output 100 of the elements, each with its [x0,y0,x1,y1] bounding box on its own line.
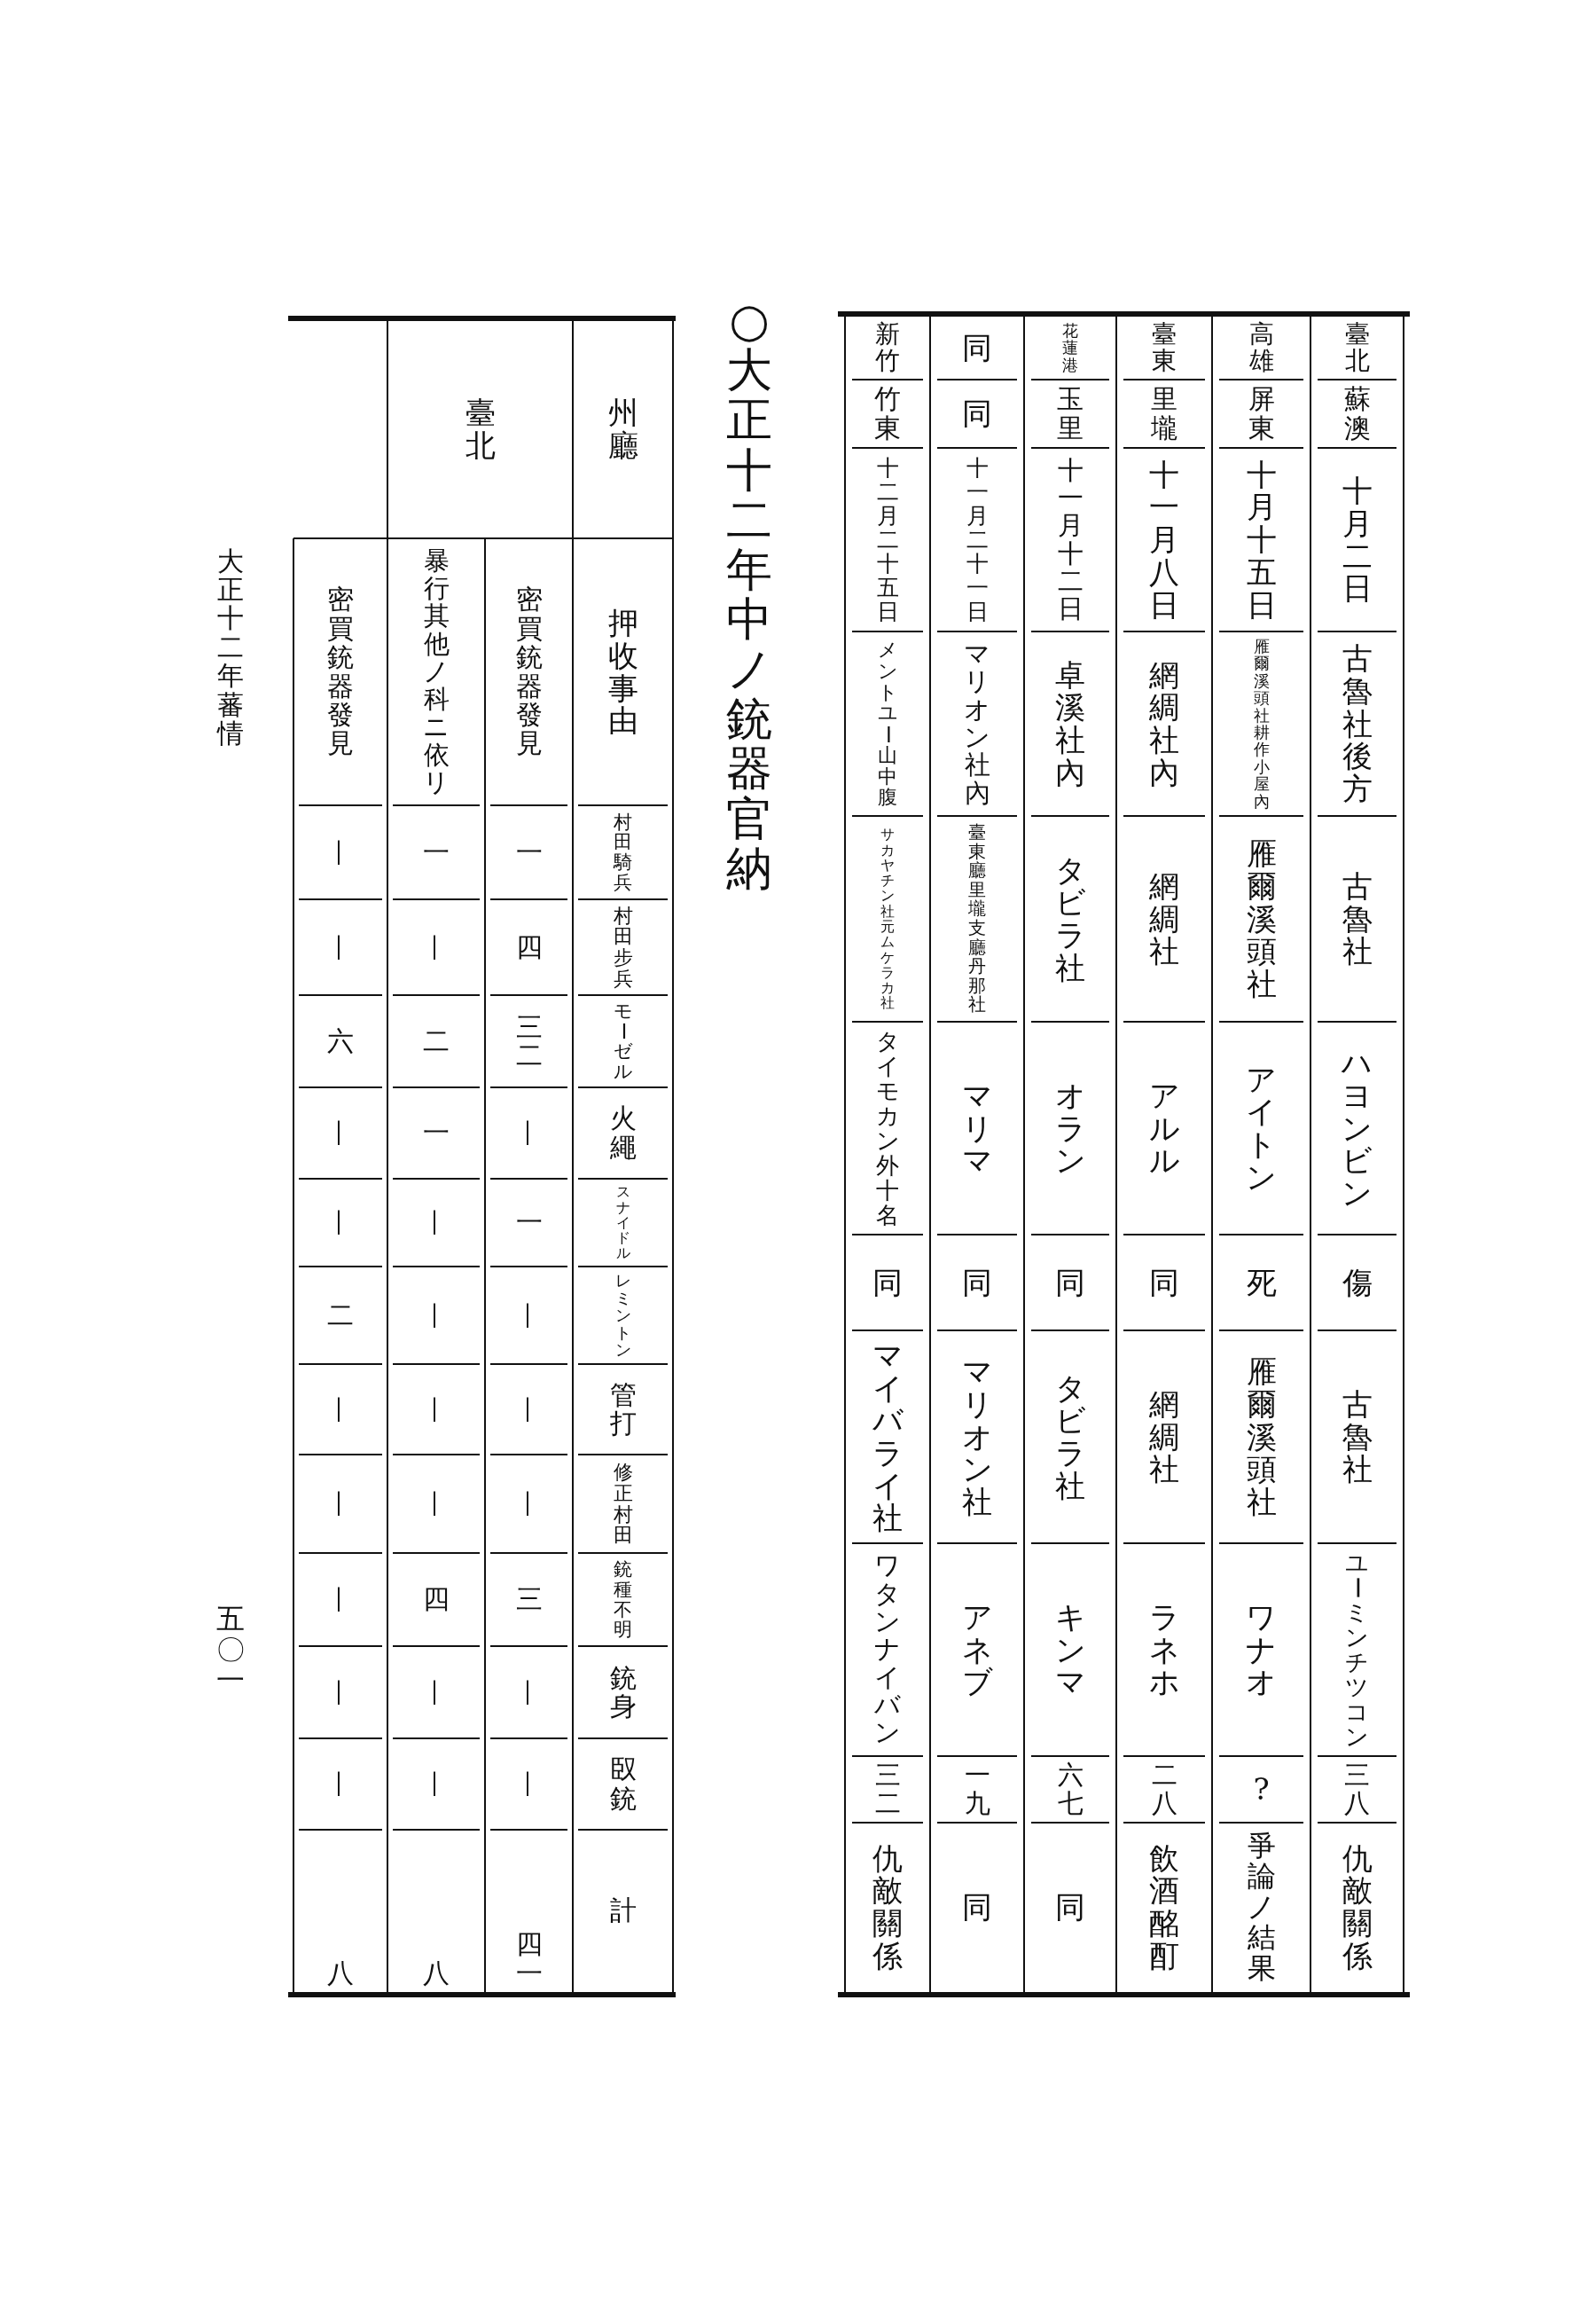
count-value: — [325,933,356,962]
running-header: 大正十二年蕃情 [215,546,245,749]
count-value: 八 [422,1958,450,1988]
count-value: 一 [514,1208,544,1237]
location-text: 卓溪社內 [1054,658,1086,789]
count-value: — [513,1301,544,1330]
section-title: ○大正十二年中ノ銃器官納 [724,295,774,893]
tribe-name: 網綢社 [1148,869,1180,969]
count-value: — [325,1489,356,1518]
row-header: スナイドル [614,1184,631,1261]
count-value: 三 [514,1585,544,1614]
tribe-name: マリオン社 [960,1355,994,1518]
age-value: 三八 [1343,1761,1371,1817]
age-value: 三二 [873,1761,902,1817]
page-number: 五〇一 [215,1604,246,1696]
count-value: — [513,1769,544,1799]
count-value: — [325,1118,356,1148]
prefecture-name: 同 [961,331,993,365]
count-value: 三二 [514,1012,544,1071]
district-name: 竹東 [873,385,902,443]
status-text: 死 [1245,1266,1278,1299]
person-name: マリマ [960,1078,994,1178]
prefecture-name: 新竹 [874,320,901,375]
count-value: — [325,1769,356,1799]
row-header: 管打 [608,1380,638,1439]
row-header: 銃身 [608,1663,638,1722]
row-header: モーゼル [611,1000,635,1082]
count-value: 二 [326,1300,355,1330]
count-value: 一 [422,1118,450,1148]
status-text: 同 [961,1266,993,1299]
status-text: 同 [872,1266,904,1299]
count-value: — [513,1489,544,1518]
row-header: 村田步兵 [612,905,634,990]
row-header: 銃種不明 [613,1559,633,1640]
prefecture-name: 臺北 [1343,320,1371,375]
prefecture-name: 花蓮港 [1061,321,1079,374]
district-name: 里壠 [1150,385,1178,443]
count-value: — [513,1118,544,1148]
column-header: 暴行其他ノ科ニ依リ [422,546,450,797]
count-value: 四一 [514,1930,544,1988]
date-text: 十月十五日 [1245,458,1278,622]
count-value: 二 [422,1026,450,1056]
count-value: 八 [326,1958,355,1988]
count-value: — [325,1395,356,1424]
tribe-name: 古魯社 [1341,869,1373,969]
status-text: 同 [1054,1266,1086,1299]
prefecture-name: 臺東 [1151,320,1177,375]
count-value: 四 [422,1585,450,1614]
count-value: — [325,1585,356,1614]
tribe-name: 臺東廳里壠支廳丹那社 [967,823,987,1015]
person-name: ハヨンビン [1341,1047,1373,1210]
age-value: 六七 [1056,1761,1084,1817]
prefecture-name: 臺北 [464,396,497,462]
person-name: キンマ [1053,1600,1087,1699]
count-value: 一 [422,837,450,867]
count-value: — [421,1395,451,1424]
tribe-name: タビラ社 [1053,853,1087,984]
count-value: — [421,1678,451,1707]
district-name: 蘇澳 [1342,385,1372,443]
person-name: ユーミンチツコン [1343,1549,1371,1750]
person-name: ワタンナイバン [873,1552,902,1747]
tribe-name: タビラ社 [1053,1371,1087,1502]
count-value: 四 [514,932,544,962]
date-text: 十一月十二日 [1056,456,1084,624]
count-value: — [421,1489,451,1518]
location-text: 網綢社內 [1148,658,1180,789]
district-name: 玉里 [1056,385,1084,443]
person-name: タイモカン外十名 [874,1028,901,1228]
tribe-name: マイバライ社 [871,1338,904,1535]
row-header: 修正村田 [612,1462,634,1546]
age-value: ? [1252,1773,1271,1806]
cause-text: 爭論ノ結果 [1246,1830,1277,1984]
person-name: アイトン [1245,1063,1278,1194]
column-header: 密買銃器發見 [326,585,355,758]
location-text: マリオン社內 [963,640,991,807]
cause-text: 仇敵關係 [1341,1841,1373,1973]
column-header: 州廳 [606,396,639,462]
location-text: 古魯社後方 [1341,642,1373,805]
count-value: — [325,838,356,867]
tribe-name: 網綢社 [1148,1387,1180,1486]
column-header: 押收事由 [606,607,639,737]
date-text: 十月二日 [1341,475,1373,605]
age-value: 一九 [963,1761,991,1817]
cause-text: 同 [961,1890,993,1924]
person-name: アルル [1147,1078,1181,1178]
row-header: 火繩 [608,1104,638,1162]
status-text: 傷 [1341,1266,1373,1299]
status-text: 同 [1148,1266,1180,1299]
district-name: 同 [961,397,993,430]
count-value: — [421,1301,451,1330]
cause-text: 飲酒酩酊 [1148,1841,1180,1973]
date-text: 十二月二十五日 [875,456,900,624]
tribe-name: 古魯社 [1341,1387,1373,1486]
count-value: — [421,1208,451,1237]
cause-text: 仇敵關係 [872,1841,904,1973]
age-value: 二八 [1150,1761,1178,1817]
person-name: ラネホ [1147,1600,1181,1699]
count-value: 六 [326,1026,355,1056]
row-header: 村田騎兵 [612,812,633,893]
row-header: レミントン [614,1272,632,1359]
